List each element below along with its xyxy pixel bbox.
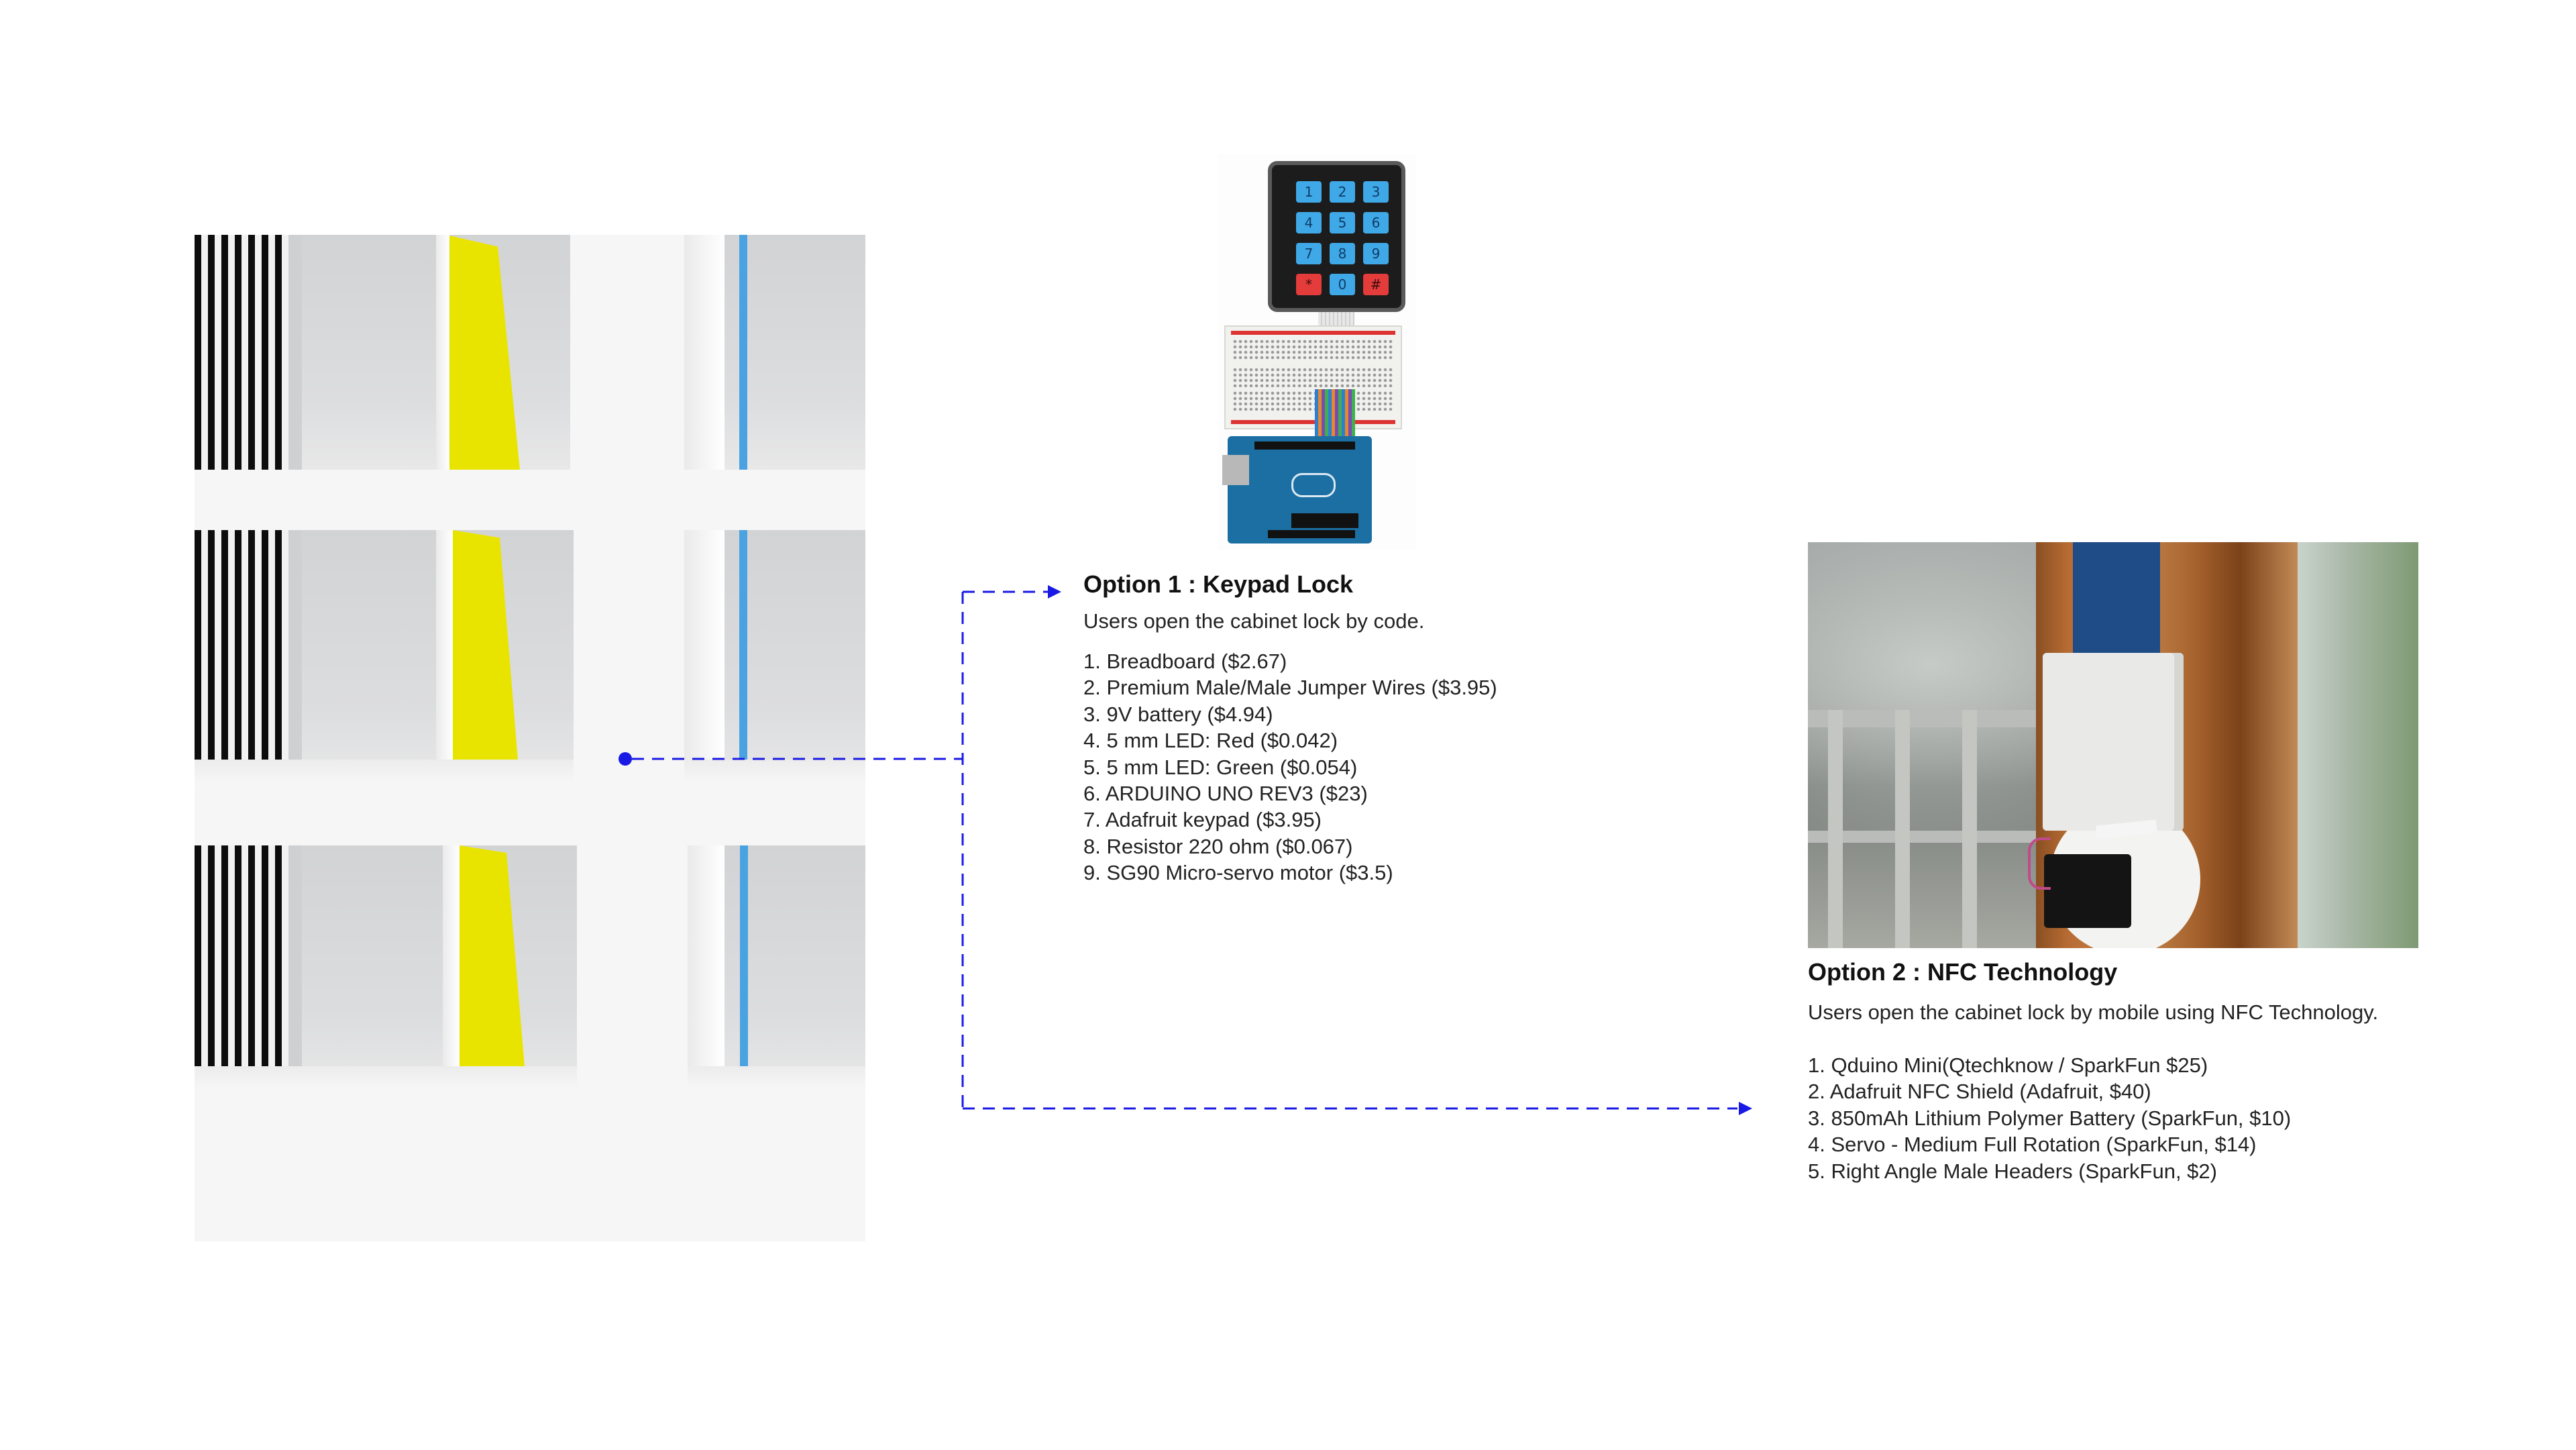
keypad-key: 3 — [1363, 181, 1389, 203]
option1-parts-list: 1. Breadboard ($2.67) 2. Premium Male/Ma… — [1083, 648, 1497, 886]
cabinet-cell-left-bottom — [195, 845, 577, 1090]
keypad-key: 5 — [1330, 212, 1355, 234]
keypad-key: 7 — [1296, 243, 1322, 264]
list-item: 9. SG90 Micro-servo motor ($3.5) — [1083, 861, 1393, 885]
list-item: 1. Qduino Mini(Qtechknow / SparkFun $25) — [1808, 1053, 2208, 1077]
breadboard-image — [1224, 325, 1402, 429]
cabinet-cell-right-middle — [684, 530, 865, 785]
list-item: 2. Adafruit NFC Shield (Adafruit, $40) — [1808, 1080, 2151, 1104]
list-item: 1. Breadboard ($2.67) — [1083, 650, 1287, 673]
keypad-key: 2 — [1330, 181, 1355, 203]
nfc-reader-card — [2073, 542, 2160, 673]
keypad-key: 1 — [1296, 181, 1322, 203]
servo-motor — [2044, 854, 2131, 928]
list-item: 5. 5 mm LED: Green ($0.054) — [1083, 755, 1358, 779]
list-item: 3. 9V battery ($4.94) — [1083, 702, 1273, 726]
keypad-key: 0 — [1330, 274, 1355, 295]
arrow-to-option1 — [1048, 585, 1061, 599]
option1-description: Users open the cabinet lock by code. — [1083, 609, 1425, 633]
list-item: 4. 5 mm LED: Red ($0.042) — [1083, 729, 1338, 753]
cabinet-render-image — [195, 235, 865, 1241]
option2-parts-list: 1. Qduino Mini(Qtechknow / SparkFun $25)… — [1808, 1052, 2291, 1184]
cabinet-cell-left-middle — [195, 530, 574, 785]
list-item: 5. Right Angle Male Headers (SparkFun, $… — [1808, 1159, 2217, 1183]
cabinet-cell-left-top — [195, 235, 570, 470]
list-item: 6. ARDUINO UNO REV3 ($23) — [1083, 782, 1368, 806]
list-item: 3. 850mAh Lithium Polymer Battery (Spark… — [1808, 1106, 2292, 1130]
keypad-key: 8 — [1330, 243, 1355, 264]
nfc-lock-photo — [1808, 542, 2418, 948]
option1-title: Option 1 : Keypad Lock — [1083, 570, 1354, 598]
arduino-board-image — [1222, 436, 1372, 543]
keypad-key: # — [1363, 274, 1389, 295]
cabinet-cell-right-top — [684, 235, 865, 470]
keypad-key: 4 — [1296, 212, 1322, 234]
keypad-key: 6 — [1363, 212, 1389, 234]
list-item: 2. Premium Male/Male Jumper Wires ($3.95… — [1083, 676, 1497, 700]
list-item: 4. Servo - Medium Full Rotation (SparkFu… — [1808, 1133, 2257, 1157]
lock-enclosure — [2043, 653, 2184, 831]
list-item: 8. Resistor 220 ohm ($0.067) — [1083, 834, 1353, 858]
keypad-key: * — [1296, 274, 1322, 295]
list-item: 7. Adafruit keypad ($3.95) — [1083, 808, 1322, 832]
keypad-key: 9 — [1363, 243, 1389, 264]
cabinet-cell-right-bottom — [688, 845, 865, 1090]
option2-title: Option 2 : NFC Technology — [1808, 958, 2118, 986]
arrow-to-option2 — [1739, 1102, 1752, 1115]
option2-description: Users open the cabinet lock by mobile us… — [1808, 1000, 2379, 1024]
